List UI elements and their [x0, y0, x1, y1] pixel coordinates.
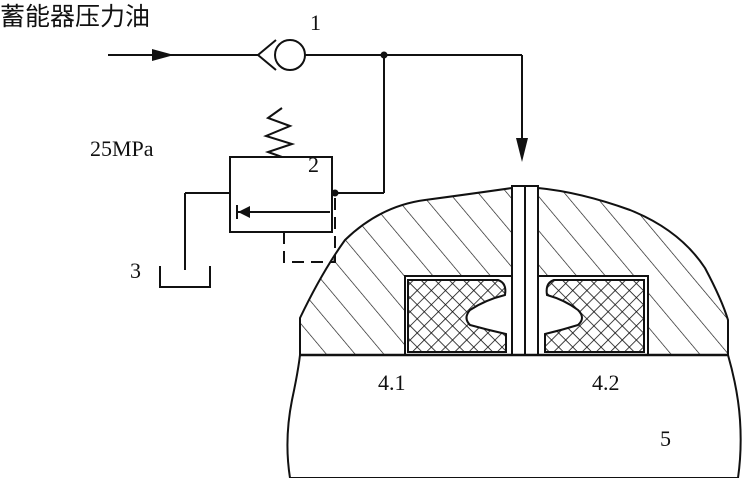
junction-dot: [380, 51, 388, 59]
callout-1: 1: [310, 10, 321, 35]
spring-icon: [263, 107, 296, 158]
seal-right: [544, 279, 645, 353]
tank-icon: [159, 266, 211, 288]
seal-left: [407, 279, 507, 353]
callout-4-2: 4.2: [592, 370, 620, 395]
valve-arrow-icon: [238, 206, 250, 218]
check-valve: [257, 39, 522, 71]
piston-rod: [286, 354, 742, 478]
down-arrow: [516, 138, 528, 162]
pilot-line: [283, 193, 336, 263]
relief-valve-body: [229, 156, 333, 233]
callout-5: 5: [660, 426, 671, 451]
inlet-arrow: [152, 49, 174, 61]
callout-4-1: 4.1: [378, 370, 406, 395]
callout-3: 3: [130, 258, 141, 283]
relief-valve-lines: [184, 192, 330, 270]
callout-2: 2: [308, 152, 319, 177]
main-pipeline: [335, 55, 523, 194]
junction-dot: [331, 189, 339, 197]
title-label: 蓄能器压力油: [0, 2, 150, 31]
pressure-label: 25MPa: [90, 136, 154, 161]
